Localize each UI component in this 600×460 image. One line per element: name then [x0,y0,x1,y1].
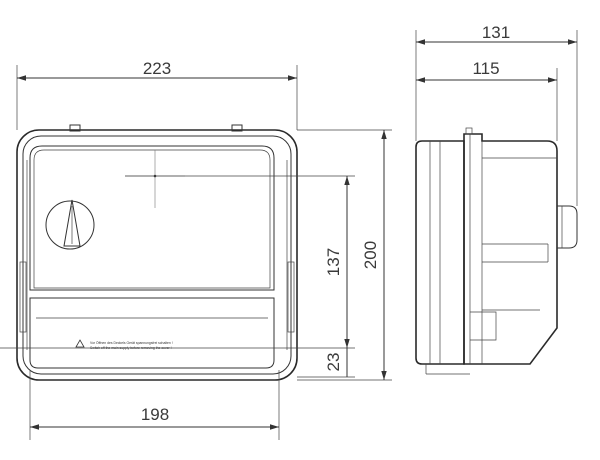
dim-137-label: 137 [324,248,343,276]
dim-23-label: 23 [324,353,343,372]
front-housing-inner-outline [22,135,292,375]
warning-label: Vor Öffnen des Deckels Gerät spannungsfr… [75,339,173,350]
front-view: Vor Öffnen des Deckels Gerät spannungsfr… [16,124,298,381]
rotary-switch-icon [45,199,95,250]
dim-198-label: 198 [141,405,169,424]
dimension-front-width-inner: 198 [29,370,280,440]
dim-115-label: 115 [472,59,499,78]
front-lower-window [29,297,275,369]
side-body [463,133,558,365]
front-cover-panel-inner [33,149,271,289]
dimension-side-depth-overall: 131 [415,23,578,206]
side-knob [557,205,578,249]
front-side-slot-right [287,261,295,333]
dim-200-label: 200 [361,241,380,269]
dim-223-label: 223 [143,59,171,78]
front-top-clip-left [69,124,81,132]
dimension-front-width-overall: 223 [16,59,298,130]
dimension-front-height-bottom: 23 [297,348,355,378]
dimension-front-height-window: 137 [0,175,355,349]
front-top-clip-right [231,124,243,132]
dimension-front-height-overall: 200 [297,129,392,381]
dimension-side-depth-body: 115 [416,59,558,141]
front-side-slot-left [19,261,27,333]
warning-label-line1: Vor Öffnen des Deckels Gerät spannungsfr… [90,341,173,345]
side-view [415,127,578,375]
front-housing-outline [16,129,298,381]
side-back-plate [415,140,465,365]
center-crosshair [125,150,185,208]
front-cover-panel [29,145,275,291]
warning-triangle-icon [75,339,85,348]
dim-131-label: 131 [482,23,510,42]
